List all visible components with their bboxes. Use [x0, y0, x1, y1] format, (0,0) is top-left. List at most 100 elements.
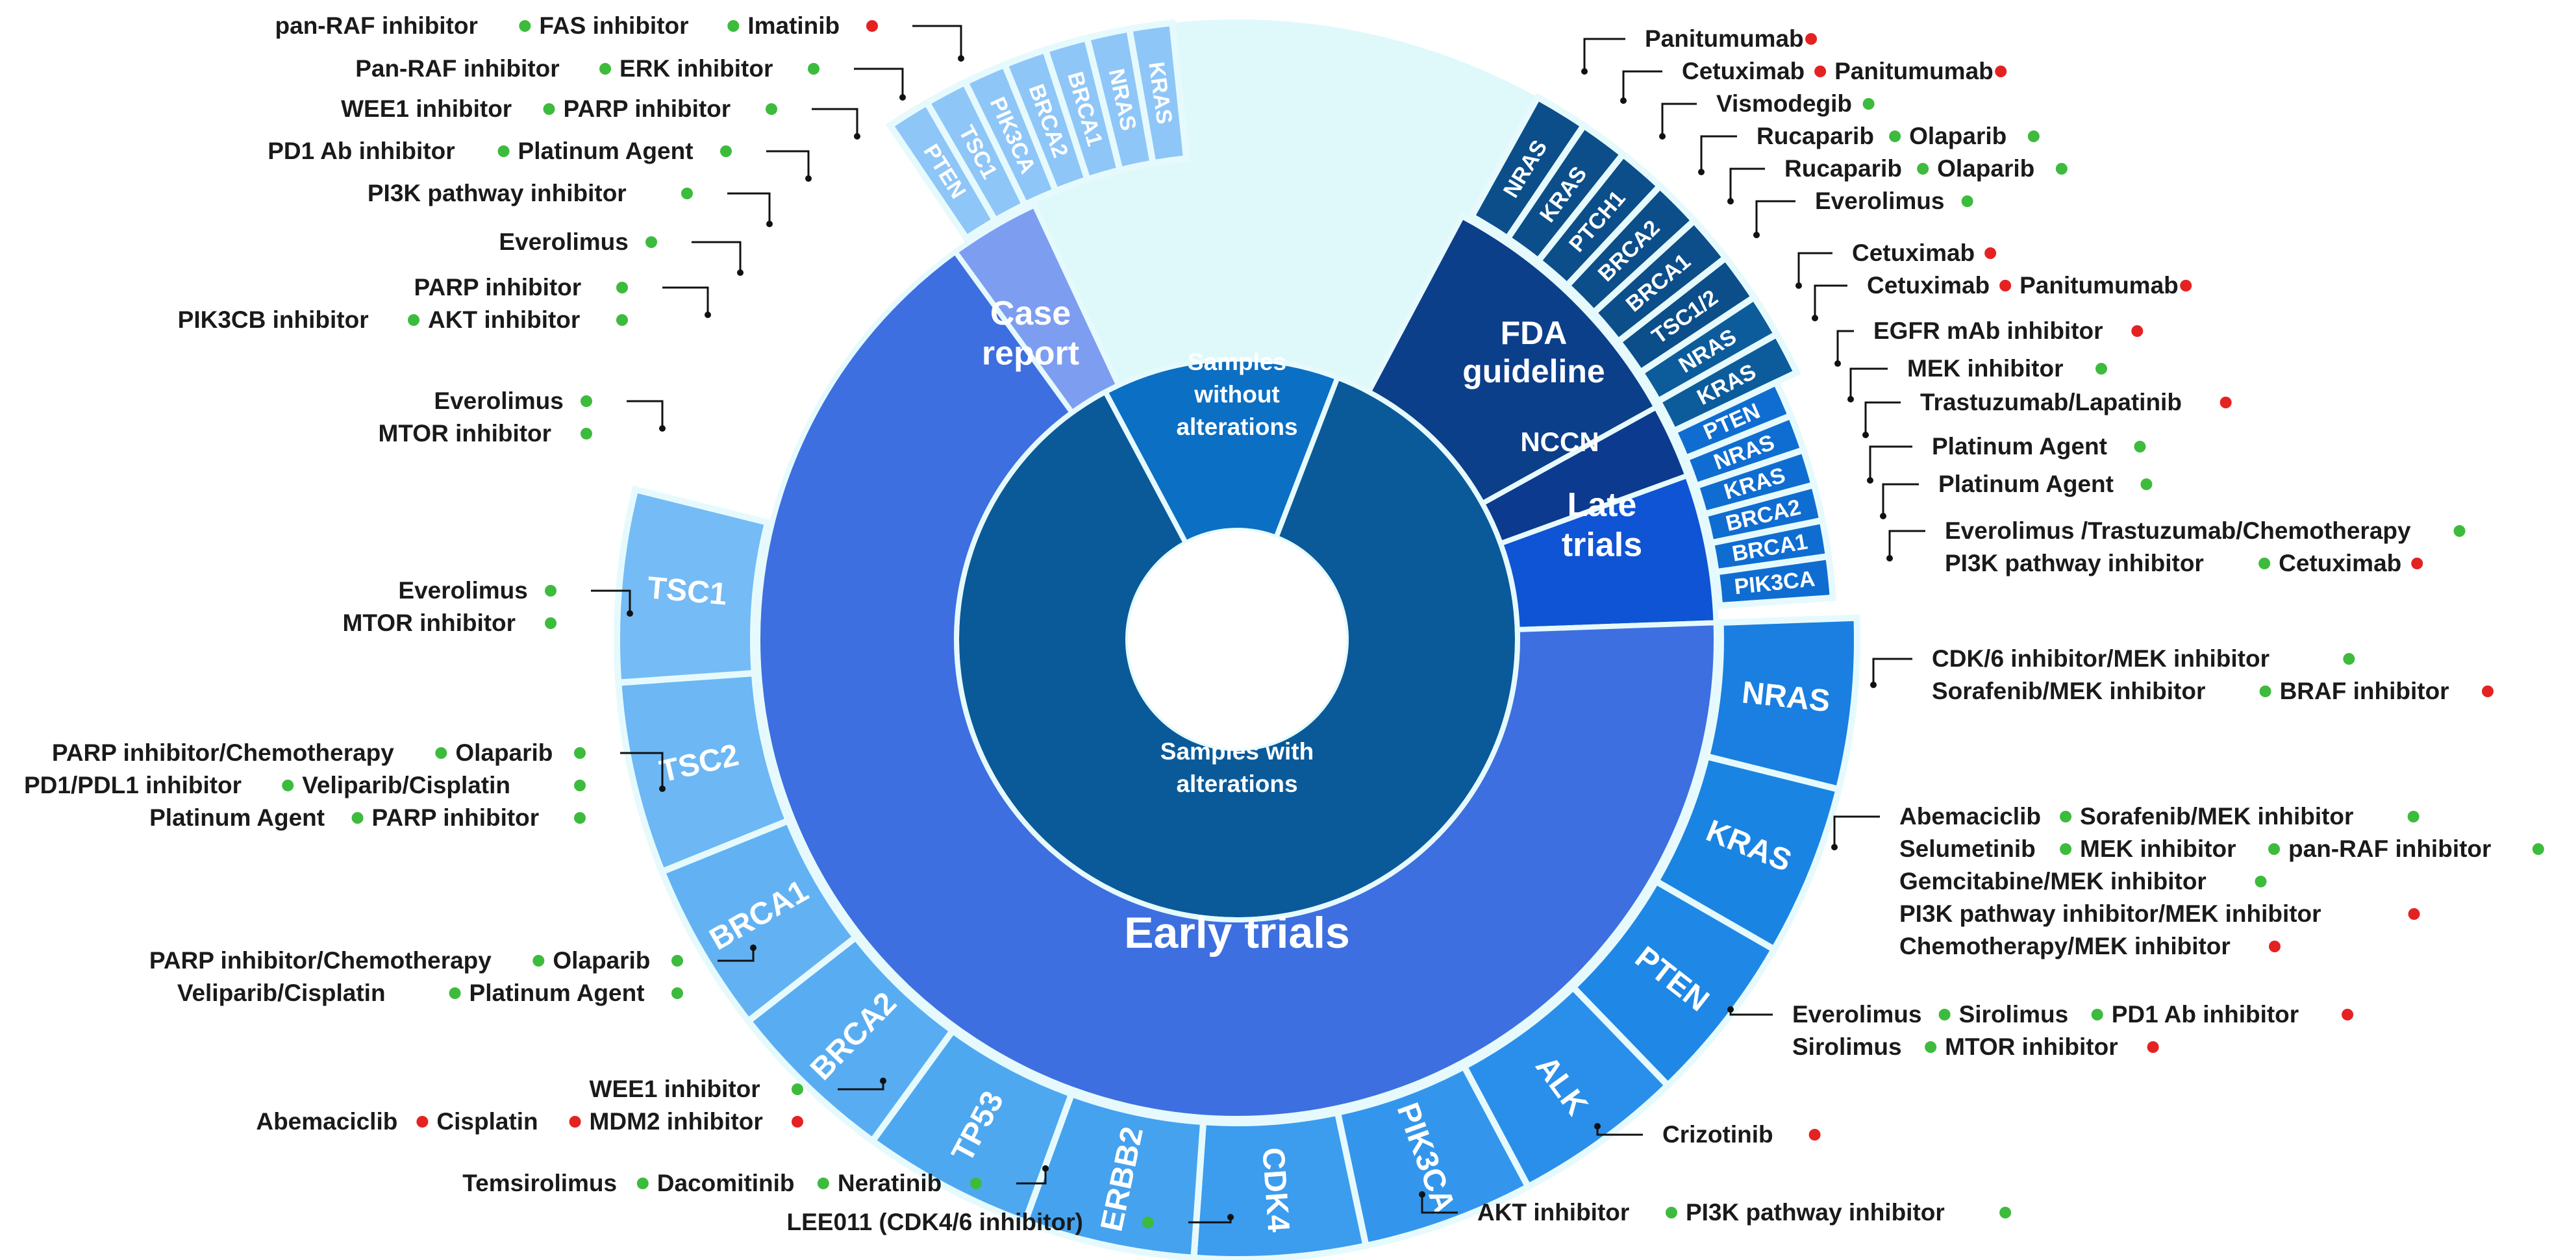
red-dot-icon	[2220, 397, 2232, 408]
drug-label: Abemaciclib	[256, 1108, 397, 1135]
drug-label: Rucaparib	[1757, 123, 1874, 149]
green-dot-icon	[574, 747, 586, 759]
annotation-connector	[727, 192, 771, 224]
annotation-block: Crizotinib	[1594, 1121, 1821, 1148]
annotation-block: Everolimus /Trastuzumab/ChemotherapyPI3K…	[1886, 517, 2466, 576]
green-dot-icon	[435, 747, 447, 759]
inner-label-line: Samples	[1188, 349, 1286, 375]
drug-label: Everolimus	[398, 577, 527, 604]
drug-label: MDM2 inhibitor	[590, 1108, 763, 1135]
green-dot-icon	[532, 955, 545, 967]
annotation-connector	[1882, 483, 1919, 516]
drug-label: Olaparib	[455, 739, 553, 766]
green-dot-icon	[2060, 811, 2072, 822]
middle-label-line: Case	[990, 295, 1071, 332]
drug-label: Olaparib	[553, 947, 650, 974]
middle-segment-early-trials	[755, 248, 1719, 1121]
annotation-connector-dot	[1847, 396, 1854, 402]
red-dot-icon	[1999, 280, 2012, 291]
annotation-connector	[620, 752, 664, 789]
annotation-connector	[1661, 103, 1697, 136]
drug-label: PI3K pathway inhibitor	[368, 180, 627, 206]
drug-label: Sirolimus	[1959, 1001, 2069, 1028]
annotation-connector	[1864, 401, 1901, 435]
annotation-connector-dot	[1698, 169, 1705, 175]
green-dot-icon	[681, 188, 693, 199]
green-dot-icon	[449, 987, 461, 999]
green-dot-icon	[671, 955, 683, 967]
green-dot-icon	[1999, 1207, 2012, 1218]
annotation-connector-dot	[854, 133, 860, 140]
red-dot-icon	[792, 1116, 803, 1128]
drug-label: ERK inhibitor	[619, 55, 773, 82]
middle-segment-label: NCCN	[1520, 426, 1599, 457]
red-dot-icon	[1808, 1129, 1821, 1141]
drug-label: CDK/6 inhibitor/MEK inhibitor	[1932, 645, 2270, 672]
annotation-connector-dot	[750, 945, 757, 951]
red-dot-icon	[2180, 280, 2192, 291]
green-dot-icon	[282, 780, 294, 791]
green-dot-icon	[720, 145, 732, 157]
annotation-connector-dot	[1862, 432, 1869, 438]
annotation-block: Platinum Agent	[1880, 471, 2153, 519]
drug-label: Temsirolimus	[462, 1170, 617, 1196]
green-dot-icon	[543, 103, 555, 115]
annotation-block: Cetuximab	[1795, 240, 1997, 289]
drug-label: Platinum Agent	[518, 138, 694, 164]
annotation-connector-dot	[1870, 682, 1877, 688]
drug-label: Olaparib	[1937, 155, 2034, 182]
drug-label: MTOR inhibitor	[1945, 1033, 2118, 1060]
annotation-connector-dot	[1227, 1214, 1234, 1220]
annotation-connector-dot	[766, 221, 773, 227]
annotation-connector	[1833, 815, 1880, 847]
annotation-connector-dot	[659, 785, 666, 792]
green-dot-icon	[817, 1178, 829, 1189]
inner-label-line: alterations	[1176, 771, 1297, 797]
green-dot-icon	[2055, 163, 2068, 175]
green-dot-icon	[497, 145, 510, 157]
inner-label-line: alterations	[1176, 414, 1297, 440]
red-dot-icon	[569, 1116, 581, 1128]
annotation-connector-dot	[1042, 1165, 1049, 1172]
drug-label: Cetuximab	[1852, 240, 1975, 266]
middle-label-line: guideline	[1462, 353, 1605, 389]
drug-label: PD1/PDL1 inhibitor	[24, 772, 242, 798]
green-dot-icon	[1889, 130, 1901, 142]
green-dot-icon	[2453, 525, 2466, 537]
drug-label: Veliparib/Cisplatin	[302, 772, 510, 798]
drug-label: Vismodegib	[1716, 90, 1852, 117]
drug-label: Sorafenib/MEK inhibitor	[1932, 678, 2205, 704]
annotation-connector-dot	[805, 175, 812, 182]
drug-label: Everolimus	[1792, 1001, 1921, 1028]
green-dot-icon	[2407, 811, 2420, 822]
drug-label: PARP inhibitor	[372, 804, 540, 831]
annotation-connector-dot	[1727, 1006, 1734, 1013]
annotation-block: EGFR mAb inhibitor	[1834, 317, 2144, 367]
annotation-connector-dot	[1659, 133, 1666, 140]
red-dot-icon	[1984, 247, 1997, 259]
drug-label: PARP inhibitor	[414, 274, 582, 301]
annotation-block: PD1 Ab inhibitor Platinum Agent	[268, 138, 812, 182]
annotation-connector	[766, 150, 810, 179]
green-dot-icon	[2343, 653, 2355, 665]
outer-segment-label: TSC1	[646, 571, 729, 611]
green-dot-icon	[616, 314, 628, 326]
drug-label: PI3K pathway inhibitor	[1945, 550, 2204, 576]
green-dot-icon	[574, 780, 586, 791]
annotation-connector-dot	[1834, 360, 1841, 367]
drug-label: PD1 Ab inhibitor	[268, 138, 455, 164]
green-dot-icon	[766, 103, 777, 115]
annotation-connector-dot	[899, 94, 906, 101]
drug-label: EGFR mAb inhibitor	[1873, 317, 2103, 344]
drug-label: AKT inhibitor	[428, 306, 580, 333]
annotation-connector-dot	[1620, 97, 1627, 104]
green-dot-icon	[970, 1178, 982, 1189]
green-dot-icon	[545, 617, 556, 629]
